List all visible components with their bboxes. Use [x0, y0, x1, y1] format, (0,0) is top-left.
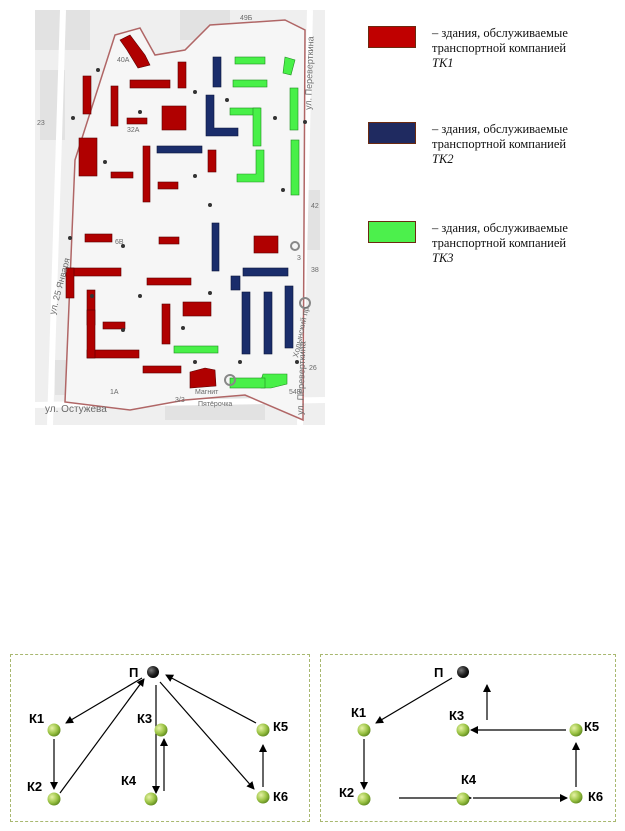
node-k4	[456, 792, 470, 806]
node-label-k1: К1	[29, 711, 44, 726]
node-label-k2: К2	[339, 785, 354, 800]
node-label-k3: К3	[449, 708, 464, 723]
legend-swatch-tk1	[368, 26, 416, 48]
node-k6	[256, 790, 270, 804]
house-number: 32А	[127, 127, 140, 134]
house-number: 3	[297, 255, 301, 262]
node-label-k5: К5	[273, 719, 288, 734]
legend-item-tk2: – здания, обслуживаемые транспортной ком…	[368, 122, 618, 182]
house-number: 40А	[117, 57, 130, 64]
node-p	[457, 666, 469, 678]
node-k6	[569, 790, 583, 804]
legend-company-tk2: ТК2	[432, 152, 454, 166]
node-label-p: П	[129, 665, 138, 680]
legend-company-tk1: ТК1	[432, 56, 454, 70]
street-label-ostuzheva: ул. Остужева	[45, 404, 107, 415]
node-label-k2: К2	[27, 779, 42, 794]
node-label-k4: К4	[461, 772, 477, 787]
legend-swatch-tk3	[368, 221, 416, 243]
legend-company-tk3: ТК3	[432, 251, 454, 265]
route-edge-k2-to-p	[59, 678, 145, 794]
stop-icon	[290, 241, 300, 251]
node-label-p: П	[434, 665, 443, 680]
node-k1	[357, 723, 371, 737]
node-label-k1: К1	[351, 705, 366, 720]
street-label-perevertkina-bottom: ул. Переверткина	[295, 341, 308, 415]
house-number: 42	[311, 203, 319, 210]
district-map: ул. 25 Января ул. Остужева ул. Перевертк…	[35, 10, 325, 425]
route-edge-p-to-k6	[159, 681, 255, 790]
house-number: 26	[309, 365, 317, 372]
legend-text-tk2: – здания, обслуживаемые транспортной ком…	[432, 122, 568, 151]
node-k5	[256, 723, 270, 737]
house-number: 1А	[110, 389, 119, 396]
tk2-buildings	[156, 56, 294, 355]
house-number: 23	[37, 120, 45, 127]
poi-label-magnit: Магнит	[195, 389, 219, 396]
node-k5	[569, 723, 583, 737]
house-number: 6В	[115, 239, 124, 246]
store-icon	[224, 374, 236, 386]
node-k3	[154, 723, 168, 737]
house-number: 49Б	[240, 15, 253, 22]
legend-text-tk3: – здания, обслуживаемые транспортной ком…	[432, 221, 568, 250]
house-number: 3/3	[175, 397, 185, 404]
house-number: 54Б	[289, 389, 302, 396]
node-label-k5: К5	[584, 719, 599, 734]
house-number: 38	[311, 267, 319, 274]
route-edge-p-to-k1	[65, 677, 143, 724]
node-label-k4: К4	[121, 773, 137, 788]
street-label-perevertkina-top: ул. Переверткина	[303, 36, 316, 110]
legend-item-tk3: – здания, обслуживаемые транспортной ком…	[368, 221, 618, 281]
poi-label-pyaterochka: Пятёрочка	[198, 401, 232, 408]
tk3-buildings	[173, 56, 300, 389]
route-edge-k5-to-p	[165, 674, 257, 724]
node-k4	[144, 792, 158, 806]
node-label-k6: К6	[273, 789, 288, 804]
node-k1	[47, 723, 61, 737]
legend-text-tk1: – здания, обслуживаемые транспортной ком…	[432, 26, 568, 55]
node-label-k6: К6	[588, 789, 603, 804]
legend-item-tk1: – здания, обслуживаемые транспортной ком…	[368, 26, 618, 86]
legend-swatch-tk2	[368, 122, 416, 144]
node-p	[147, 666, 159, 678]
tk1-buildings	[65, 34, 279, 389]
route-edge-p-to-k1	[375, 677, 453, 724]
node-label-k3: К3	[137, 711, 152, 726]
node-k2	[47, 792, 61, 806]
metro-icon	[299, 297, 311, 309]
node-k3	[456, 723, 470, 737]
node-k2	[357, 792, 371, 806]
